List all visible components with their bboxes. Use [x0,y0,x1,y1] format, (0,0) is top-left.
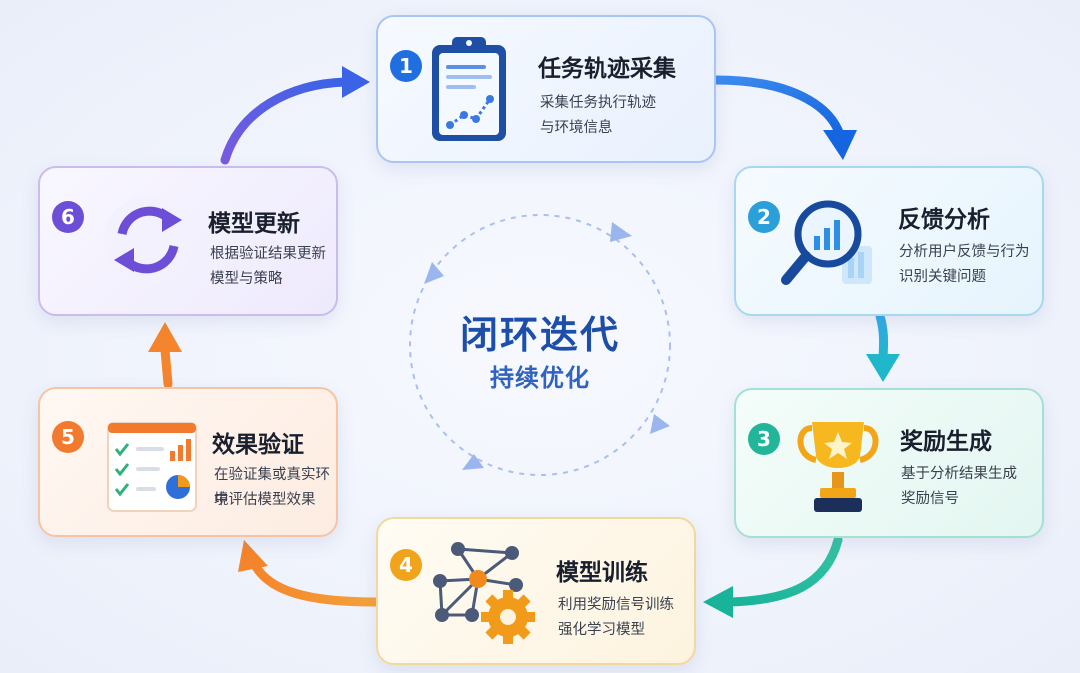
step-desc-line2: 奖励信号 [901,491,959,507]
step-title: 模型训练 [556,560,648,586]
step-desc-line1: 基于分析结果生成 [901,466,1017,482]
arrow-1-to-2 [711,75,845,140]
step-card-3: 3 奖励生成 基于分析结果生成 奖励信号 [734,388,1044,538]
step-desc-line2: 识别关键问题 [899,269,986,285]
step-desc-line1: 采集任务执行轨迹 [540,95,656,111]
cycle-arrowhead [462,454,484,470]
refresh-cycle-icon [104,196,192,284]
arrow-2-to-3 [875,311,889,363]
trophy-icon [797,422,879,512]
step-card-6: 6 模型更新 根据验证结果更新 模型与策略 [38,166,338,316]
step-card-4: 4 模型训练 利用奖励信号训练 强化学习模型 [376,517,696,665]
step-desc-line2: 与环境信息 [540,120,613,136]
cycle-dashed-circle [409,214,671,476]
report-checklist-icon [107,422,197,512]
step-title: 反馈分析 [898,207,990,233]
step-desc-line2: 模型与策略 [210,271,283,287]
step-desc-line2: 中评估模型效果 [214,492,316,508]
step-title: 奖励生成 [900,429,992,455]
cycle-arrowhead [650,414,670,434]
step-number-badge: 1 [390,50,422,82]
step-title: 效果验证 [212,432,304,458]
step-title: 模型更新 [208,211,300,237]
arrow-3-to-4 [725,535,843,607]
network-gear-icon [433,542,535,644]
step-number-badge: 5 [52,421,84,453]
step-desc-line1: 根据验证结果更新 [210,246,326,262]
arrow-6-to-1 [220,77,350,165]
step-title: 任务轨迹采集 [538,56,676,82]
step-card-5: 5 效果验证 在验证集或真实环境 中评估模型效果 [38,387,338,537]
cycle-arrowhead [424,262,444,284]
step-desc-line1: 在验证集或真实环境 [214,467,330,508]
clipboard-chart-icon [432,37,506,141]
arrow-4-to-5 [250,560,380,607]
step-card-2: 2 反馈分析 分析用户反馈与行为 识别关键问题 [734,166,1044,316]
step-number-badge: 4 [390,549,422,581]
step-card-1: 1 任务轨迹采集 采集任务执行轨迹 与环境信息 [376,15,716,163]
step-number-badge: 3 [748,423,780,455]
cycle-arrowhead [610,222,632,242]
step-desc-line1: 分析用户反馈与行为 [899,244,1030,260]
step-desc-line1: 利用奖励信号训练 [558,597,674,613]
center-subtitle: 持续优化 [490,364,590,392]
step-desc-line2: 强化学习模型 [558,622,645,638]
step-number-badge: 2 [748,201,780,233]
arrow-5-to-6 [160,345,173,389]
center-title: 闭环迭代 [459,313,620,357]
magnifier-chart-icon [781,200,872,285]
step-number-badge: 6 [52,201,84,233]
